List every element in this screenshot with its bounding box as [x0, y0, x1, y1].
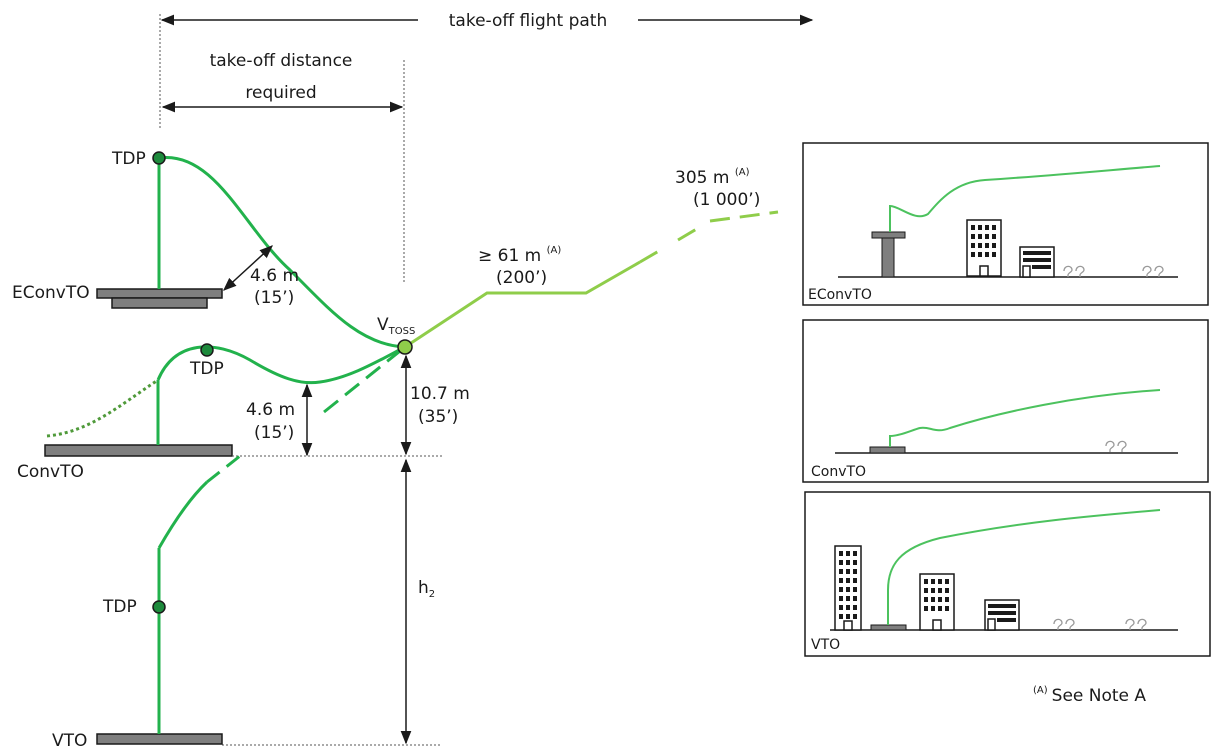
inset-econvto-label: EConvTO — [808, 287, 872, 303]
level-height-ft: (200’) — [496, 268, 547, 288]
distance-label-line1: take-off distance — [210, 51, 353, 71]
level-height-m: ≥ 61 m (A) — [478, 245, 561, 266]
convto-profile: TDP ConvTO 4.6 m (15’) — [17, 343, 406, 482]
vtoss-height-m: 10.7 m — [410, 384, 470, 404]
distance-dimension: take-off distance required — [161, 51, 404, 113]
inset-convto-label: ConvTO — [811, 464, 866, 480]
ground-pad — [869, 446, 906, 454]
convto-tdp-marker — [200, 343, 214, 357]
econvto-profile: TDP EConvTO 4.6 m (15’) — [12, 149, 406, 349]
vto-label: VTO — [52, 731, 87, 751]
vtoss-marker — [397, 339, 413, 355]
final-height-ft: (1 000’) — [693, 190, 760, 210]
econvto-tdp-marker — [152, 151, 166, 165]
econvto-tdp-label: TDP — [111, 149, 146, 169]
inset-convto: ConvTO — [802, 319, 1209, 483]
econvto-pad — [96, 288, 223, 299]
vto-inset-pad — [870, 624, 907, 631]
final-height-m: 305 m (A) — [675, 167, 750, 188]
inset-vto-label: VTO — [811, 637, 840, 653]
inset-vto: VTO — [804, 491, 1211, 657]
vtoss-height-ft: (35’) — [418, 407, 458, 427]
convto-clearance-m: 4.6 m — [246, 400, 295, 420]
elevated-pad-column — [881, 237, 895, 278]
elevated-pad — [871, 231, 906, 239]
econvto-clearance-ft: (15’) — [254, 288, 294, 308]
h2-label: h2 — [418, 578, 435, 600]
climb-segment: VTOSS ≥ 61 m (A) (200’) 305 m (A) (1 000… — [377, 167, 779, 355]
inset-econvto: EConvTO — [802, 142, 1209, 306]
vtoss-label: VTOSS — [377, 315, 415, 337]
flight-path-dimension: take-off flight path — [159, 11, 814, 282]
vto-tdp-marker — [152, 600, 166, 614]
convto-pad — [44, 444, 233, 457]
econvto-pad-base — [111, 297, 208, 309]
econvto-label: EConvTO — [12, 283, 90, 303]
vto-profile: TDP VTO — [52, 454, 442, 751]
height-dimensions: 10.7 m (35’) h2 — [400, 354, 470, 745]
flight-path-label: take-off flight path — [449, 11, 607, 31]
distance-label-line2: required — [245, 83, 316, 103]
convto-label: ConvTO — [17, 462, 84, 482]
convto-clearance-ft: (15’) — [254, 423, 294, 443]
vto-pad — [96, 733, 223, 745]
convto-tdp-label: TDP — [189, 359, 224, 379]
vto-tdp-label: TDP — [102, 597, 137, 617]
note-text: (A)See Note A — [1033, 685, 1146, 706]
econvto-clearance-m: 4.6 m — [250, 266, 299, 286]
